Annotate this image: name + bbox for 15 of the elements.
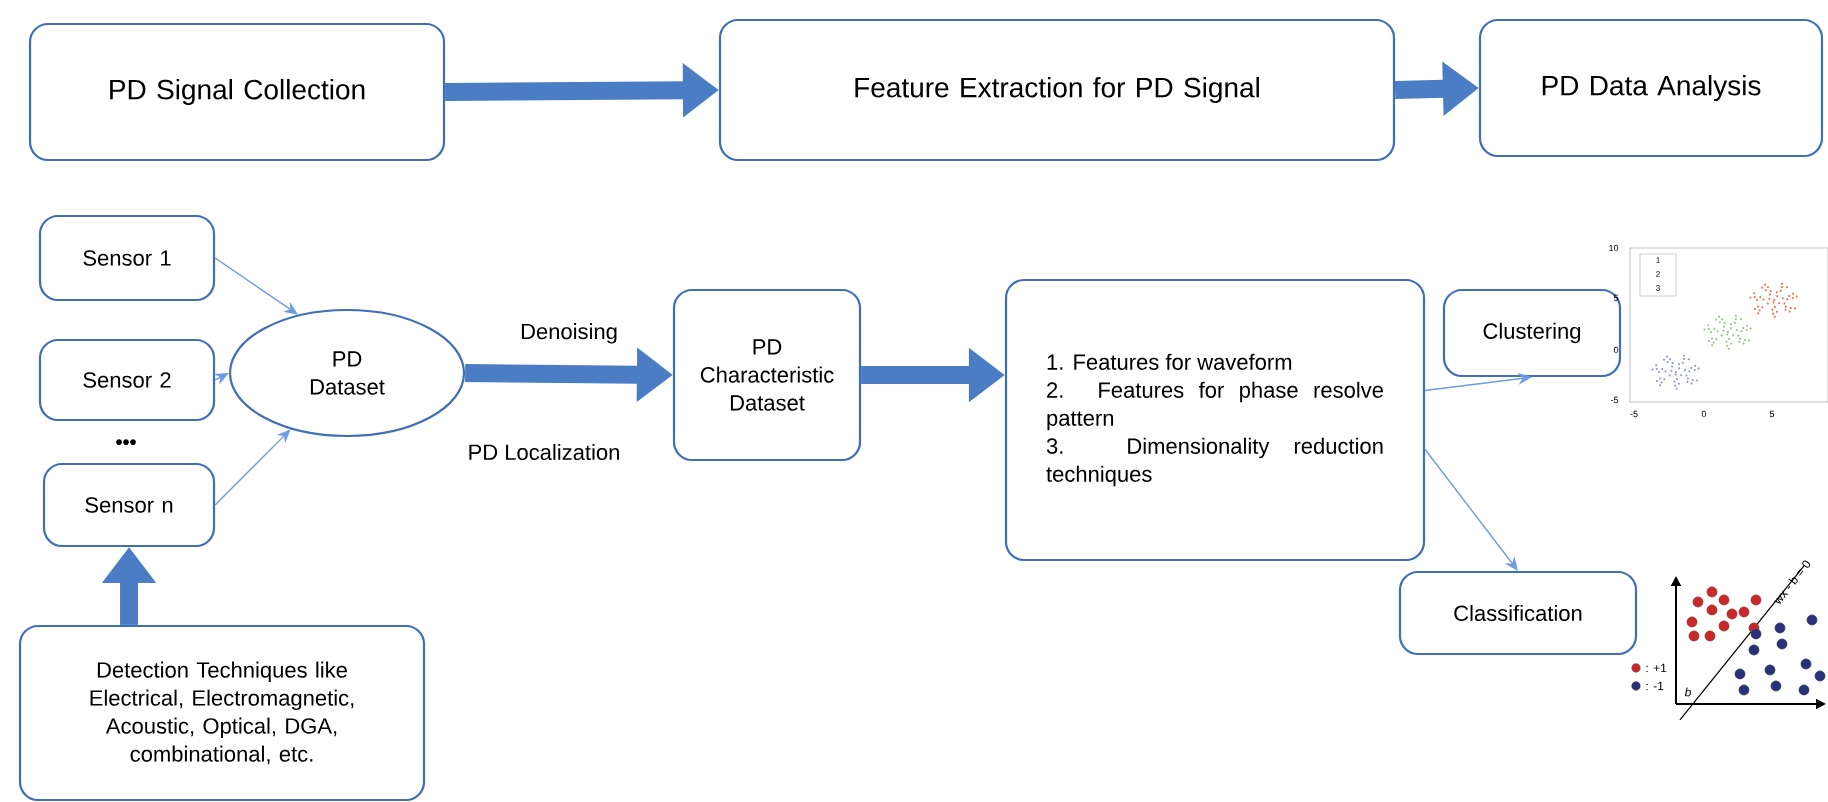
- stage-box: Feature Extraction for PD Signal: [718, 18, 1396, 162]
- sensor-box: Sensor 2: [38, 338, 216, 422]
- feature-list-box: 1. Features for waveform 2. Features for phase resolve pattern 3. Dimensionality reduction techniques: [1004, 278, 1426, 562]
- stage-box: PD Signal Collection: [28, 22, 446, 162]
- method-box: Classification: [1398, 570, 1638, 656]
- sensor-box: Sensor n: [42, 462, 216, 548]
- arrow: [214, 429, 291, 506]
- edge-label: Denoising: [518, 321, 620, 346]
- process-box: PD Characteristic Dataset: [672, 288, 862, 462]
- stage-box: PD Data Analysis: [1478, 18, 1824, 158]
- sensor-box: Sensor 1: [38, 214, 216, 302]
- arrow: [1424, 448, 1518, 571]
- ellipsis-mark: •••: [116, 439, 136, 445]
- step-label: PD Localization: [469, 443, 619, 461]
- technique-box: Detection Techniques like Electrical, Electromagnetic, Acoustic, Optical, DGA, combinational, etc.: [18, 624, 426, 802]
